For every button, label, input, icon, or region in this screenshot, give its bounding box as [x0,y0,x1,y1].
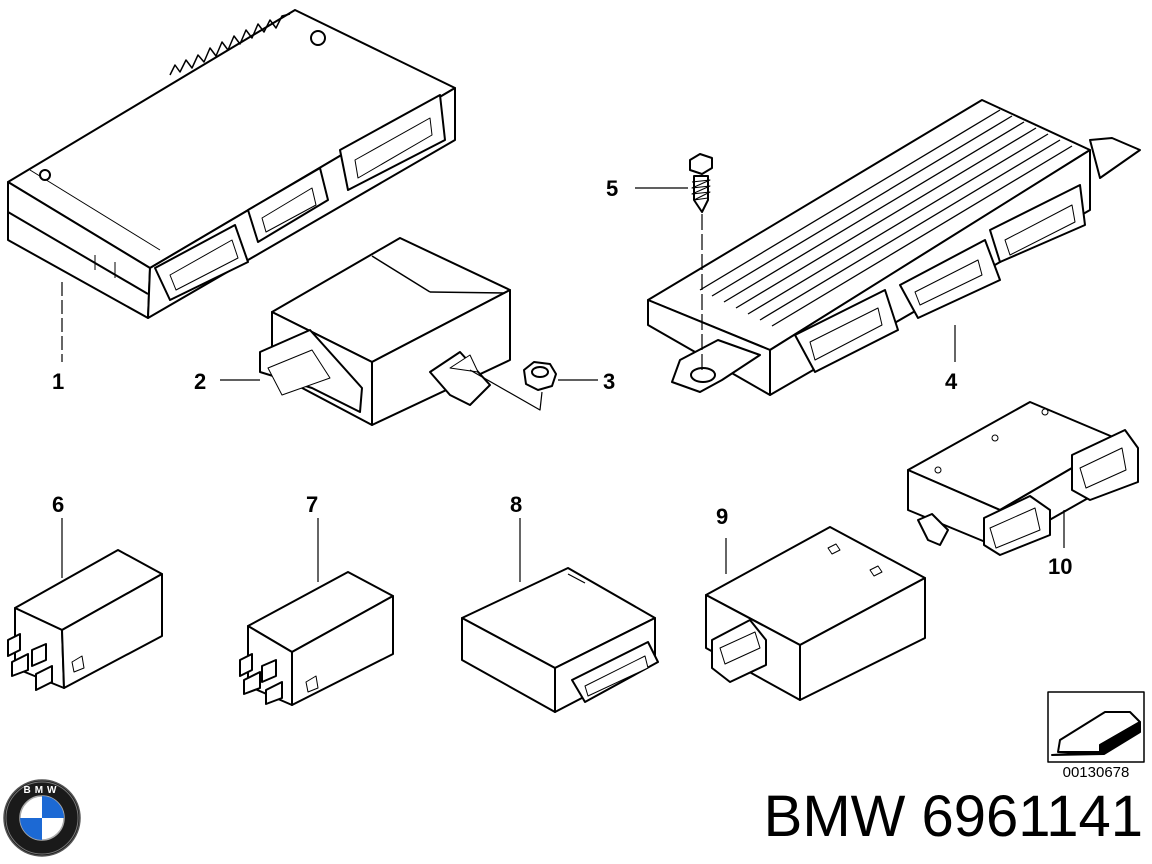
callout-2: 2 [194,369,207,394]
callout-4: 4 [945,369,958,394]
part-5-screw [689,153,713,213]
callout-8: 8 [510,492,523,517]
part-2-module [259,237,511,426]
part-number: BMW 6961141 [763,784,1143,849]
callout-9: 9 [716,504,729,529]
callout-10: 10 [1048,554,1073,579]
bmw-logo-text: BMW [24,785,61,796]
bmw-roundel-icon: BMW [3,779,81,857]
part-9-module [705,526,926,701]
callout-5: 5 [606,176,619,201]
callout-3: 3 [603,369,616,394]
callout-7: 7 [306,492,319,517]
part-8-module [461,567,659,713]
callout-1: 1 [52,369,65,394]
part-4-flat-module [647,99,1141,396]
diagram-number: 00130678 [1062,764,1130,781]
part-3-nut [523,361,557,391]
callout-6: 6 [52,492,65,517]
part-6-relay [7,549,163,691]
part-7-relay [239,571,394,706]
part-1-control-module [7,9,456,319]
diagram-id-box [1047,691,1145,763]
part-10-module [907,401,1139,556]
